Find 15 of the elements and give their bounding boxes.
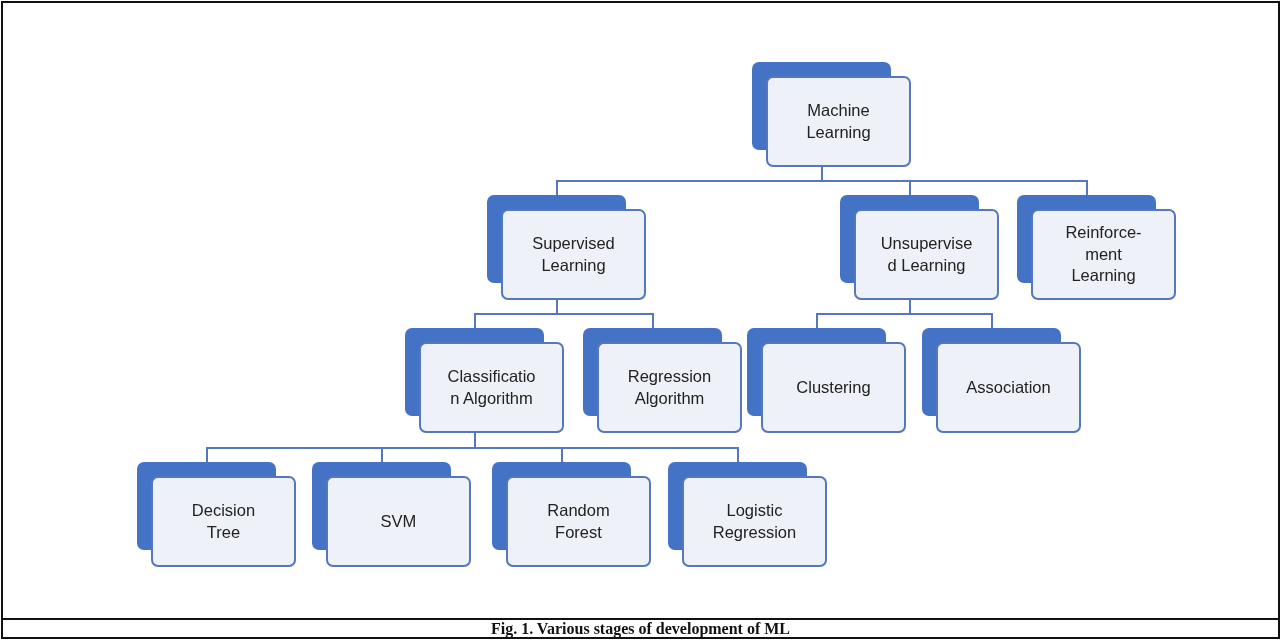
node-label: Association: [965, 376, 1052, 398]
node-label: Clustering: [795, 376, 872, 398]
node-label: SVM: [379, 510, 418, 532]
node-label: Unsupervise d Learning: [879, 233, 974, 276]
figure-caption: Fig. 1. Various stages of development of ML: [490, 619, 791, 638]
node-label: Logistic Regression: [711, 500, 798, 543]
node-label: Reinforce- ment Learning: [1064, 222, 1143, 287]
node-label: Decision Tree: [190, 500, 257, 543]
connector-line: [821, 166, 1088, 196]
node-label: Machine Learning: [805, 100, 872, 143]
node-label: Supervised Learning: [531, 233, 616, 276]
connector-line: [474, 432, 739, 463]
node-label: Regression Algorithm: [626, 366, 713, 409]
node-label: Random Forest: [546, 500, 611, 543]
node-label: Classificatio n Algorithm: [446, 366, 537, 409]
